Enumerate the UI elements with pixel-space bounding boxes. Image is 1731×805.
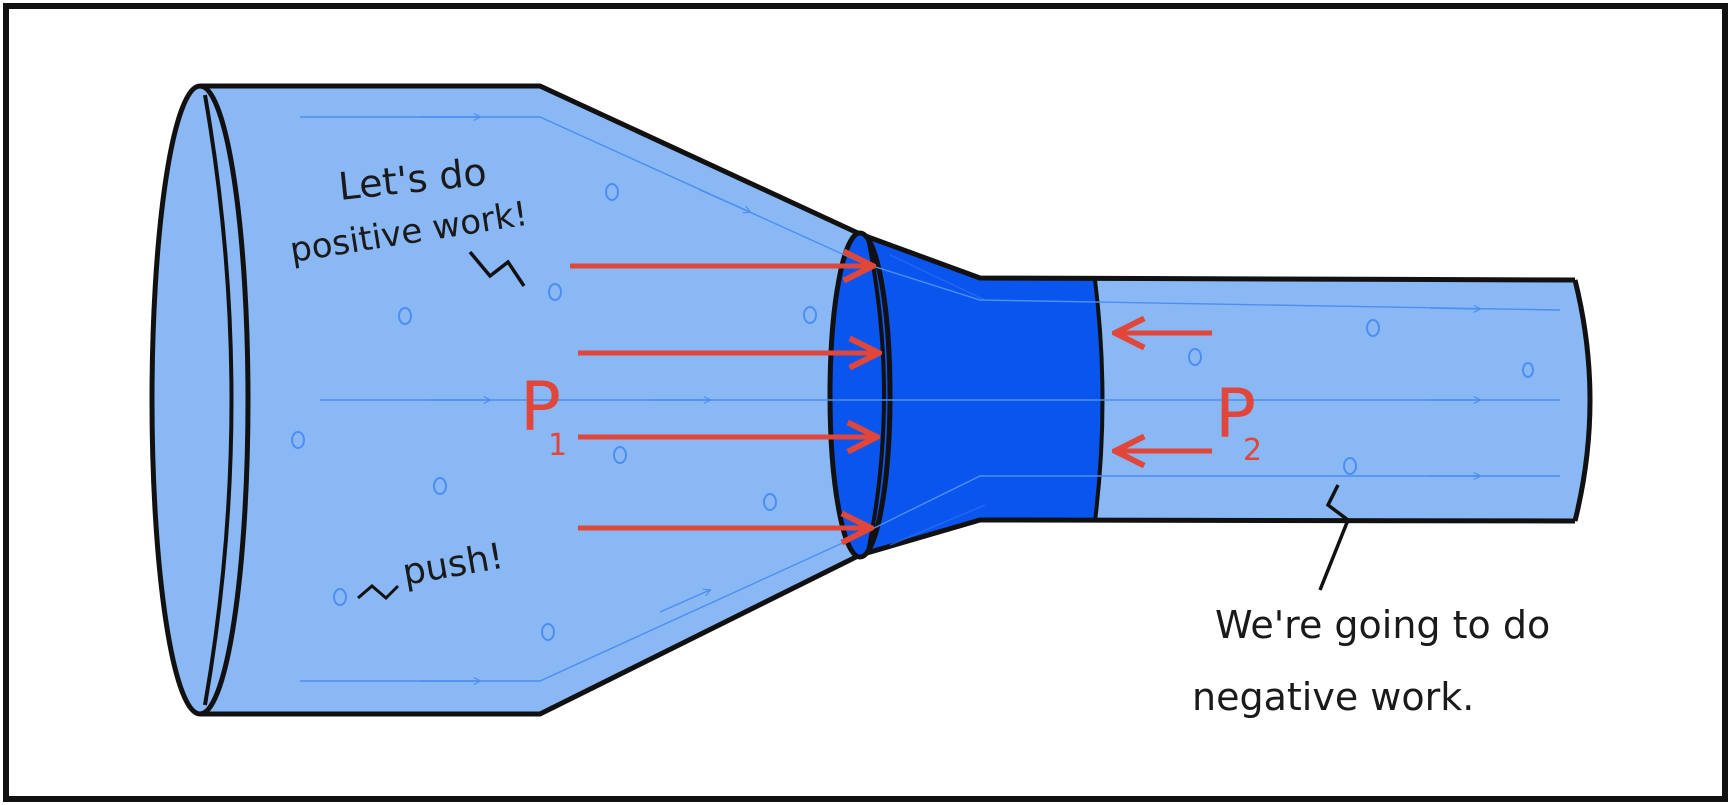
p2-force-arrows xyxy=(1118,333,1212,451)
inlet-opening xyxy=(149,83,251,717)
negative-work-line2: negative work. xyxy=(1192,675,1474,719)
flow-arrowhead xyxy=(659,590,710,613)
fluid-particles xyxy=(291,183,1534,641)
particle xyxy=(541,623,555,641)
p2-subscript: 2 xyxy=(1243,433,1262,468)
negative-work-line1: We're going to do xyxy=(1215,603,1550,647)
particle xyxy=(433,477,447,495)
particle xyxy=(605,183,619,201)
positive-work-pointer xyxy=(468,250,526,287)
negative-work-pointer xyxy=(1318,484,1351,591)
p1-label: P xyxy=(520,368,561,447)
particle xyxy=(333,588,347,606)
p1-force-arrows xyxy=(570,266,876,528)
particle xyxy=(1343,457,1357,475)
particle xyxy=(763,493,777,511)
flow-arrowhead xyxy=(1429,308,1480,309)
particle xyxy=(1366,319,1380,337)
particle xyxy=(398,307,412,325)
p2-label: P xyxy=(1215,375,1256,454)
flow-arrowhead xyxy=(699,189,750,212)
particle xyxy=(291,431,305,449)
particle xyxy=(803,306,817,324)
inlet-inner-rim xyxy=(203,94,234,706)
particle xyxy=(1188,348,1202,366)
particle xyxy=(1522,362,1534,378)
converging-tip xyxy=(860,234,980,555)
cross-section-a1 xyxy=(827,230,893,560)
outlet-cap xyxy=(1572,279,1593,522)
particle xyxy=(548,283,562,301)
particle xyxy=(613,446,627,464)
p1-subscript: 1 xyxy=(548,428,567,463)
push-pointer xyxy=(357,584,400,601)
converging-ridge xyxy=(889,254,986,546)
